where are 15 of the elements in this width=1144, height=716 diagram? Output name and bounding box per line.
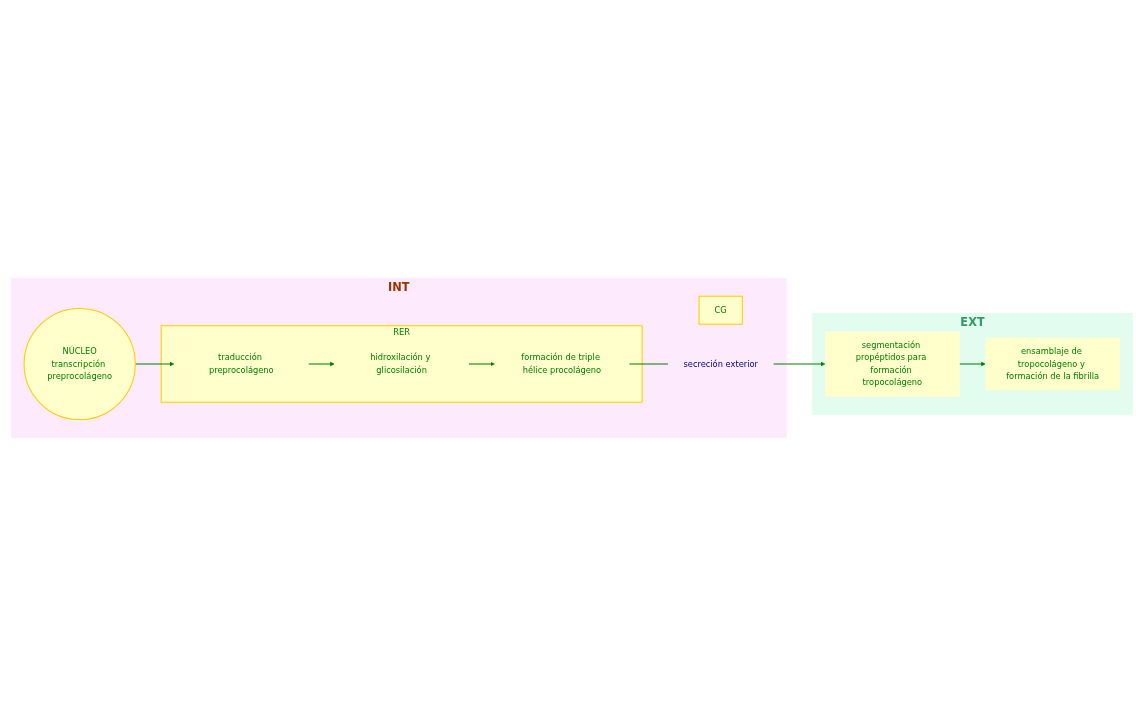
- node-text: secreción exterior: [683, 358, 758, 369]
- cluster: [160, 325, 643, 403]
- node-box: [985, 337, 1120, 391]
- node-circle: [23, 307, 136, 421]
- arrow: [772, 361, 826, 367]
- node-text: traducción preprocolágeno: [208, 352, 274, 375]
- node-text: hidroxilación y glicosilación: [370, 352, 431, 375]
- arrow: [959, 361, 986, 367]
- cluster: [10, 277, 787, 439]
- node-box: [825, 331, 960, 397]
- cluster: [811, 313, 1134, 415]
- arrow: [468, 361, 495, 367]
- node-text: formación de triple hélice procolágeno: [521, 352, 602, 375]
- arrow: [308, 361, 335, 367]
- node-box: [698, 295, 743, 325]
